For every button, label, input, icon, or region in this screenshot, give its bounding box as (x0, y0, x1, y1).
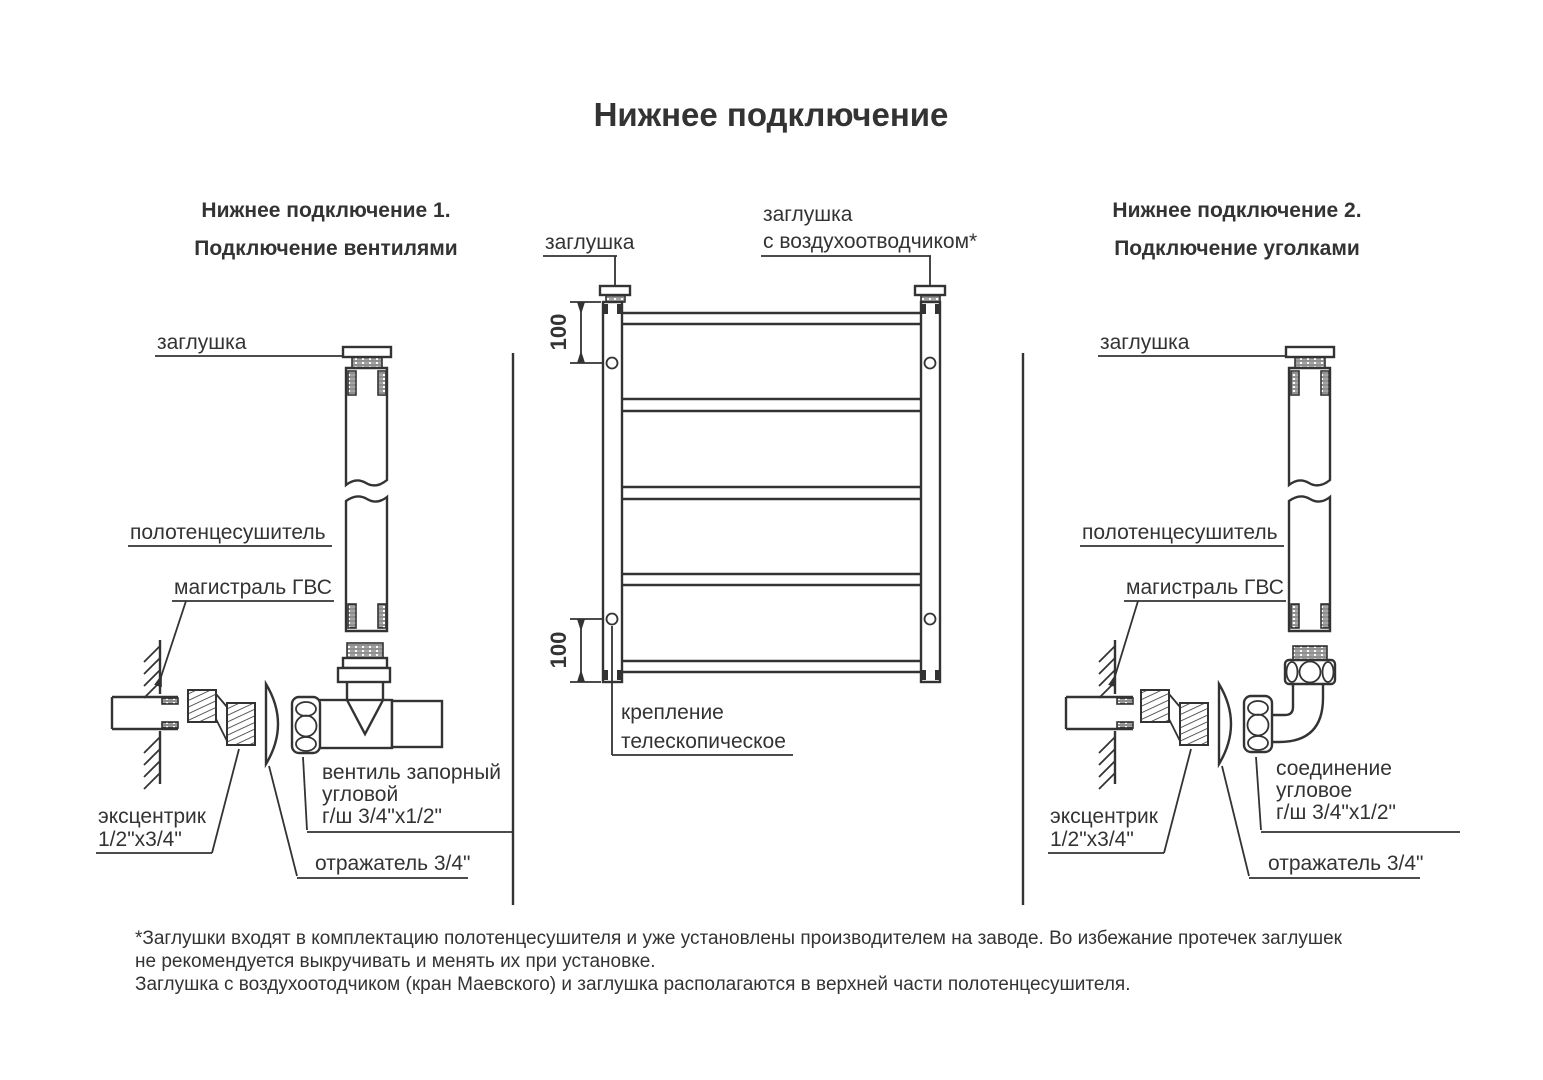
right-plug-label: заглушка (1100, 331, 1190, 354)
mount-hole-top-left (605, 356, 619, 370)
dimension-top-100: 100 (546, 301, 604, 364)
mount-hole-bottom-left (605, 612, 619, 626)
footnote-line1: *Заглушки входят в комплектацию полотенц… (135, 928, 1343, 949)
right-post-cap (913, 284, 947, 297)
right-reflector-leader (1221, 765, 1250, 877)
footnote: *Заглушки входят в комплектацию полотенц… (135, 928, 1343, 995)
left-supply-pipe (110, 695, 179, 731)
right-eccentric-leader (1163, 748, 1192, 854)
right-riser-top (1287, 366, 1332, 488)
right-supply-pipe (1064, 695, 1134, 731)
thread-band (377, 370, 387, 396)
dimension-bottom-100: 100 (546, 618, 604, 683)
left-heading-line2: Подключение вентилями (194, 237, 457, 260)
left-riser-top (344, 366, 389, 488)
footnote-line3: Заглушка с воздухоотодчиком (кран Маевск… (135, 974, 1130, 995)
right-riser-cap (1284, 345, 1336, 359)
left-valve (290, 642, 444, 755)
ladder-right-post (919, 300, 942, 684)
mount-hole-top-right (923, 356, 937, 370)
right-elbow-label2: угловое (1276, 779, 1352, 802)
left-eccentric-label1: эксцентрик (98, 805, 207, 828)
thread-band (1290, 370, 1300, 396)
mount-hole-bottom-right (923, 612, 937, 626)
center-plug-airvent-label2: с воздухоотводчиком* (763, 230, 977, 253)
right-elbow-label3: г/ш 3/4"х1/2" (1276, 801, 1396, 824)
mount-label-line1: крепление (621, 701, 724, 724)
left-riser-cap (341, 345, 393, 359)
thread-band (377, 603, 387, 629)
right-reflector-label: отражатель 3/4" (1268, 852, 1424, 875)
footnote-line2: не рекомендуется выкручивать и менять их… (135, 951, 656, 972)
left-riser-bottom (344, 494, 389, 633)
right-heading-line1: Нижнее подключение 2. (1112, 199, 1361, 222)
left-hot-water-label: магистраль ГВС (174, 576, 332, 599)
right-wall (1098, 640, 1117, 790)
thread-band (347, 603, 357, 629)
right-towel-rail-label: полотенцесушитель (1082, 521, 1278, 544)
right-riser-bottom (1287, 494, 1332, 633)
right-elbow (1242, 645, 1337, 754)
right-eccentric-label2: 1/2"х3/4" (1050, 828, 1134, 851)
right-riser-cap-thread (1294, 356, 1326, 369)
center-towel-rail: заглушка заглушка с воздухоотводчиком* (543, 203, 977, 756)
right-assembly: заглушка полотенцесушитель магистраль ГВ… (1048, 331, 1460, 879)
left-valve-label1: вентиль запорный (322, 761, 501, 784)
thread-band (1290, 603, 1300, 629)
right-elbow-label1: соединение (1276, 757, 1392, 780)
left-valve-label3: г/ш 3/4"х1/2" (322, 805, 442, 828)
ladder-rungs (622, 311, 921, 674)
mount-label-line2: телескопическое (621, 730, 786, 753)
right-elbow-leader (1255, 756, 1262, 831)
left-plug-label: заглушка (157, 331, 247, 354)
right-eccentric (1140, 689, 1209, 746)
left-heading-line1: Нижнее подключение 1. (201, 199, 450, 222)
left-riser-cap-thread (351, 356, 383, 369)
left-post-cap (598, 284, 632, 297)
svg-text:100: 100 (546, 632, 571, 669)
left-eccentric-leader (211, 748, 240, 854)
svg-text:100: 100 (546, 314, 571, 351)
left-eccentric (187, 689, 256, 746)
left-assembly: заглушка полотенцесушитель магистраль ГВ… (96, 331, 512, 879)
thread-band (347, 370, 357, 396)
left-reflector-label: отражатель 3/4" (315, 852, 471, 875)
left-reflector-dome (264, 679, 280, 769)
left-reflector-leader (268, 765, 298, 877)
thread-band (1320, 603, 1330, 629)
left-valve-label2: угловой (322, 783, 398, 806)
left-towel-rail-label: полотенцесушитель (130, 521, 326, 544)
right-heading-line2: Подключение уголками (1114, 237, 1360, 260)
left-wall (143, 640, 162, 790)
left-eccentric-label2: 1/2"х3/4" (98, 828, 182, 851)
right-hot-water-label: магистраль ГВС (1126, 576, 1284, 599)
thread-band (1320, 370, 1330, 396)
right-reflector-dome (1217, 679, 1233, 769)
left-valve-leader (302, 756, 308, 831)
right-hot-water-leader (1108, 600, 1139, 688)
left-hot-water-leader (154, 600, 187, 688)
center-plug-label: заглушка (545, 231, 635, 254)
page-title: Нижнее подключение (594, 96, 949, 133)
post-end-marks (603, 304, 940, 680)
right-eccentric-label1: эксцентрик (1050, 805, 1159, 828)
center-plug-airvent-label1: заглушка (763, 203, 853, 226)
